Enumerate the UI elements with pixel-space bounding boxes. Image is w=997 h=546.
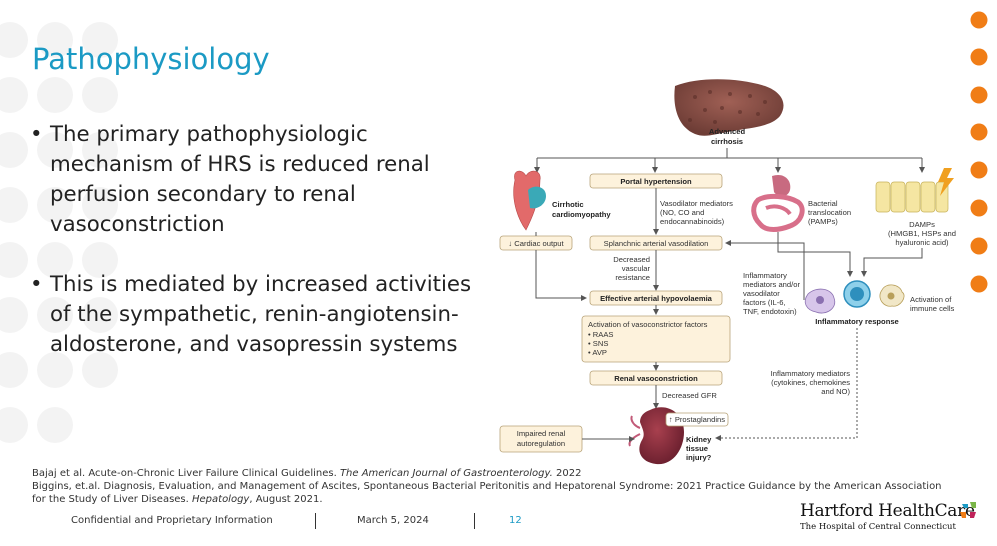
bullet-list: The primary pathophysiologic mechanism o…: [30, 120, 480, 390]
box-prostaglandins: [665, 412, 729, 427]
label-impaired-1: Impaired renal: [517, 429, 566, 438]
label-sns: • SNS: [588, 339, 608, 348]
reference-2: Biggins, et.al. Diagnosis, Evaluation, a…: [32, 480, 942, 506]
immune-cells-illustration: [804, 280, 905, 314]
label-splanchnic: Splanchnic arterial vasodilation: [604, 239, 709, 248]
label-effective: Effective arterial hypovolaemia: [600, 294, 713, 303]
logo-mark-icon: [960, 502, 976, 518]
label-prostaglandins: ↑ Prostaglandins: [669, 415, 725, 424]
reference-1-year: 2022: [552, 468, 582, 479]
label-inflam-med2-2: (cytokines, chemokines: [771, 378, 850, 387]
label-decreased-3: resistance: [615, 273, 650, 282]
label-renal-vasoconstriction: Renal vasoconstriction: [614, 374, 698, 383]
label-kidney-3: injury?: [686, 453, 712, 462]
label-activation-immune-1: Activation of: [910, 295, 952, 304]
label-avp: • AVP: [588, 348, 607, 357]
footer-confidential: Confidential and Proprietary Information: [71, 515, 273, 526]
reference-1-journal: The American Journal of Gastroenterology…: [339, 468, 553, 479]
bullet-item-2: This is mediated by increased activities…: [30, 270, 480, 360]
label-decreased-gfr: Decreased GFR: [662, 391, 717, 400]
label-cardiac-output: ↓ Cardiac output: [508, 239, 564, 248]
label-damps-3: hyaluronic acid): [895, 238, 949, 247]
footer-separator: [315, 513, 316, 529]
label-damps-1: DAMPs: [909, 220, 935, 229]
label-cirrhosis: cirrhosis: [711, 137, 743, 146]
label-vasodilator-2: (NO, CO and: [660, 208, 704, 217]
label-inflam-med-4: factors (IL-6,: [743, 298, 786, 307]
reference-1-text: Bajaj et al. Acute-on-Chronic Liver Fail…: [32, 468, 340, 479]
reference-1: Bajaj et al. Acute-on-Chronic Liver Fail…: [32, 467, 942, 480]
liver-illustration: [674, 79, 784, 136]
label-impaired-2: autoregulation: [517, 439, 565, 448]
logo-subtitle: The Hospital of Central Connecticut: [800, 522, 956, 532]
label-activation-immune-2: immune cells: [910, 304, 955, 313]
footer-separator: [474, 513, 475, 529]
label-inflam-med2-1: Inflammatory mediators: [771, 369, 851, 378]
label-bacterial-1: Bacterial: [808, 199, 838, 208]
reference-2-date: , August 2021.: [249, 494, 323, 505]
bullet-item-1: The primary pathophysiologic mechanism o…: [30, 120, 480, 240]
label-inflam-med-5: TNF, endotoxin): [743, 307, 797, 316]
label-bacterial-2: translocation: [808, 208, 851, 217]
hrs-pathophysiology-diagram: Advanced cirrhosis Portal hypertension C…: [499, 79, 956, 465]
label-vasoconstrictor-title: Activation of vasoconstrictor factors: [588, 320, 708, 329]
footer-date: March 5, 2024: [357, 515, 429, 526]
label-bacterial-3: (PAMPs): [808, 217, 838, 226]
epithelial-cells-illustration: [875, 168, 954, 213]
label-inflam-med-3: vasodilator: [743, 289, 780, 298]
label-portal-hypertension: Portal hypertension: [620, 177, 692, 186]
logo-name: Hartford HealthCare: [800, 501, 975, 521]
label-vasodilator-3: endocannabinoids): [660, 217, 725, 226]
label-inflammatory-response: Inflammatory response: [815, 317, 899, 326]
label-raas: • RAAS: [588, 330, 613, 339]
label-inflam-med2-3: and NO): [821, 387, 850, 396]
heart-illustration: [513, 170, 541, 231]
label-decreased-2: vascular: [622, 264, 651, 273]
references: Bajaj et al. Acute-on-Chronic Liver Fail…: [32, 467, 942, 506]
label-vasodilator-1: Vasodilator mediators: [660, 199, 733, 208]
reference-2-journal: Hepatology: [192, 494, 250, 505]
footer-page-number: 12: [509, 515, 522, 526]
orange-dot-column: [970, 11, 988, 293]
label-inflam-med-2: mediators and/or: [743, 280, 800, 289]
label-cirrhotic: Cirrhotic: [552, 200, 584, 209]
slide-title: Pathophysiology: [32, 42, 270, 76]
hartford-healthcare-logo: Hartford HealthCare The Hospital of Cent…: [800, 501, 975, 532]
intestine-illustration: [751, 174, 805, 232]
label-inflam-med-1: Inflammatory: [743, 271, 787, 280]
label-kidney-1: Kidney: [686, 435, 712, 444]
label-cardiomyopathy: cardiomyopathy: [552, 210, 611, 219]
label-kidney-2: tissue: [686, 444, 708, 453]
label-decreased-1: Decreased: [613, 255, 650, 264]
label-advanced: Advanced: [709, 127, 746, 136]
reference-2-text: Biggins, et.al. Diagnosis, Evaluation, a…: [32, 481, 942, 505]
label-damps-2: (HMGB1, HSPs and: [888, 229, 956, 238]
